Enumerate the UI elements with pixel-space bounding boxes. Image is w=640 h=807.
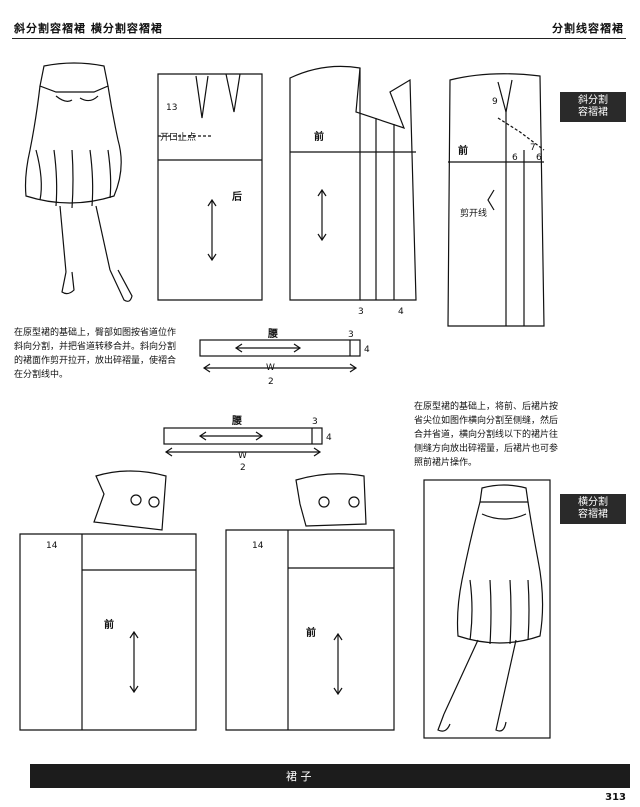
label-back: 后 (232, 190, 242, 203)
header-right-title: 分割线容褶裙 (552, 22, 624, 35)
label-14-left: 14 (46, 541, 58, 551)
label-3: 3 (358, 307, 364, 317)
label-4: 4 (398, 307, 404, 317)
footer-text: 裙 子 (286, 770, 312, 783)
waistband-top-2: 2 (268, 377, 274, 387)
waistband-bottom-label: 腰 (231, 415, 242, 427)
front-expanded-pattern-piece (289, 65, 417, 301)
waistband-top-w: W (266, 363, 275, 373)
skirt-figure-bottom (423, 479, 551, 739)
label-cut-line: 剪开线 (460, 207, 487, 219)
front-yoke-pattern-right (225, 473, 395, 731)
waistband-bottom-2: 2 (240, 463, 246, 473)
back-pattern-piece (157, 73, 263, 301)
label-7: 7 (530, 143, 536, 153)
top-description: 在原型裙的基础上，臀部如图按省道位作斜向分割，并把省道转移合并。斜向分割的裙面作… (14, 328, 177, 380)
waistband-bottom-w: W (238, 451, 247, 461)
tab-horizontal-split-skirt: 横分割 容褶裙 (560, 494, 626, 524)
label-13: 13 (166, 103, 177, 113)
front-split-pattern-piece (447, 73, 545, 327)
page-number: 313 (605, 792, 626, 803)
front-yoke-pattern-left (19, 470, 197, 731)
label-6b: 6 (536, 153, 542, 163)
label-9: 9 (492, 97, 498, 107)
header-rule (12, 38, 626, 39)
waistband-top (199, 339, 361, 373)
footer-band (30, 764, 630, 788)
label-6a: 6 (512, 153, 518, 163)
waistband-bottom-4: 4 (326, 433, 332, 443)
tab-oblique-split-skirt: 斜分割 容褶裙 (560, 92, 626, 122)
label-slit-stop: 开口止点 (160, 131, 196, 143)
label-front-b: 前 (314, 130, 324, 143)
skirt-figure-top (24, 62, 133, 302)
label-14-right: 14 (252, 541, 264, 551)
waistband-top-3: 3 (348, 330, 354, 340)
label-front-c: 前 (458, 144, 468, 157)
label-front-right: 前 (306, 626, 316, 639)
waistband-bottom (163, 427, 323, 457)
waistband-top-4: 4 (364, 345, 370, 355)
waistband-top-label: 腰 (267, 328, 278, 340)
header-left-title: 斜分割容褶裙 横分割容褶裙 (14, 22, 163, 35)
waistband-bottom-3: 3 (312, 417, 318, 427)
label-front-left: 前 (104, 618, 114, 631)
bottom-description: 在原型裙的基础上，将前、后裙片按省尖位如图作横向分割至侧缝，然后合并省道，横向分… (414, 402, 559, 468)
